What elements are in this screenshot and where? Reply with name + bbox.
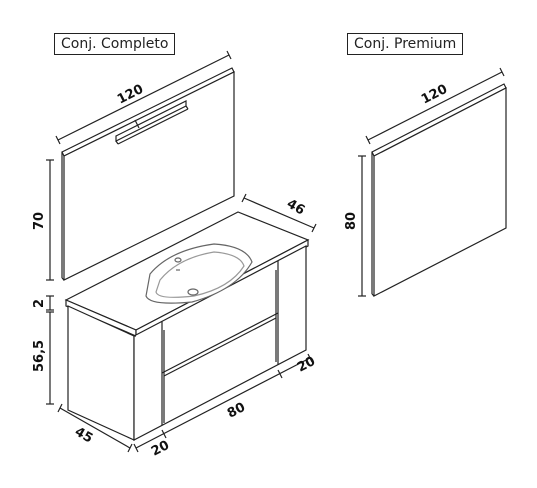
mirror-completo [61,67,235,281]
dim-side-left: 20 [149,438,172,460]
dim-center-width: 80 [225,400,248,422]
dim-premium-width: 120 [419,82,450,108]
dim-mirror-height: 70 [32,212,47,230]
dim-top-depth: 46 [284,196,307,218]
dim-cabinet-height: 56,5 [32,340,47,372]
dim-side-right: 20 [295,354,318,376]
dim-line-cabinet-depth [57,403,133,453]
dim-line-top-depth [241,193,317,233]
dim-counter-thickness: 2 [32,299,47,308]
dim-line-counter-thickness [46,295,54,311]
dim-line-bottom-widths [133,353,313,453]
dim-cabinet-depth: 45 [72,424,95,446]
mirror-premium [371,83,507,297]
title-conj-completo: Conj. Completo [54,33,176,55]
vanity-basin [145,243,253,304]
dim-line-mirror-width [55,50,232,145]
title-conj-premium: Conj. Premium [347,33,464,55]
mirror-lamp [115,100,189,145]
dim-line-premium-width [365,67,505,145]
dim-line-mirror-height [46,159,54,281]
dim-premium-height: 80 [344,212,359,230]
dim-line-premium-height [358,155,366,297]
dim-line-cabinet-height [46,311,54,405]
